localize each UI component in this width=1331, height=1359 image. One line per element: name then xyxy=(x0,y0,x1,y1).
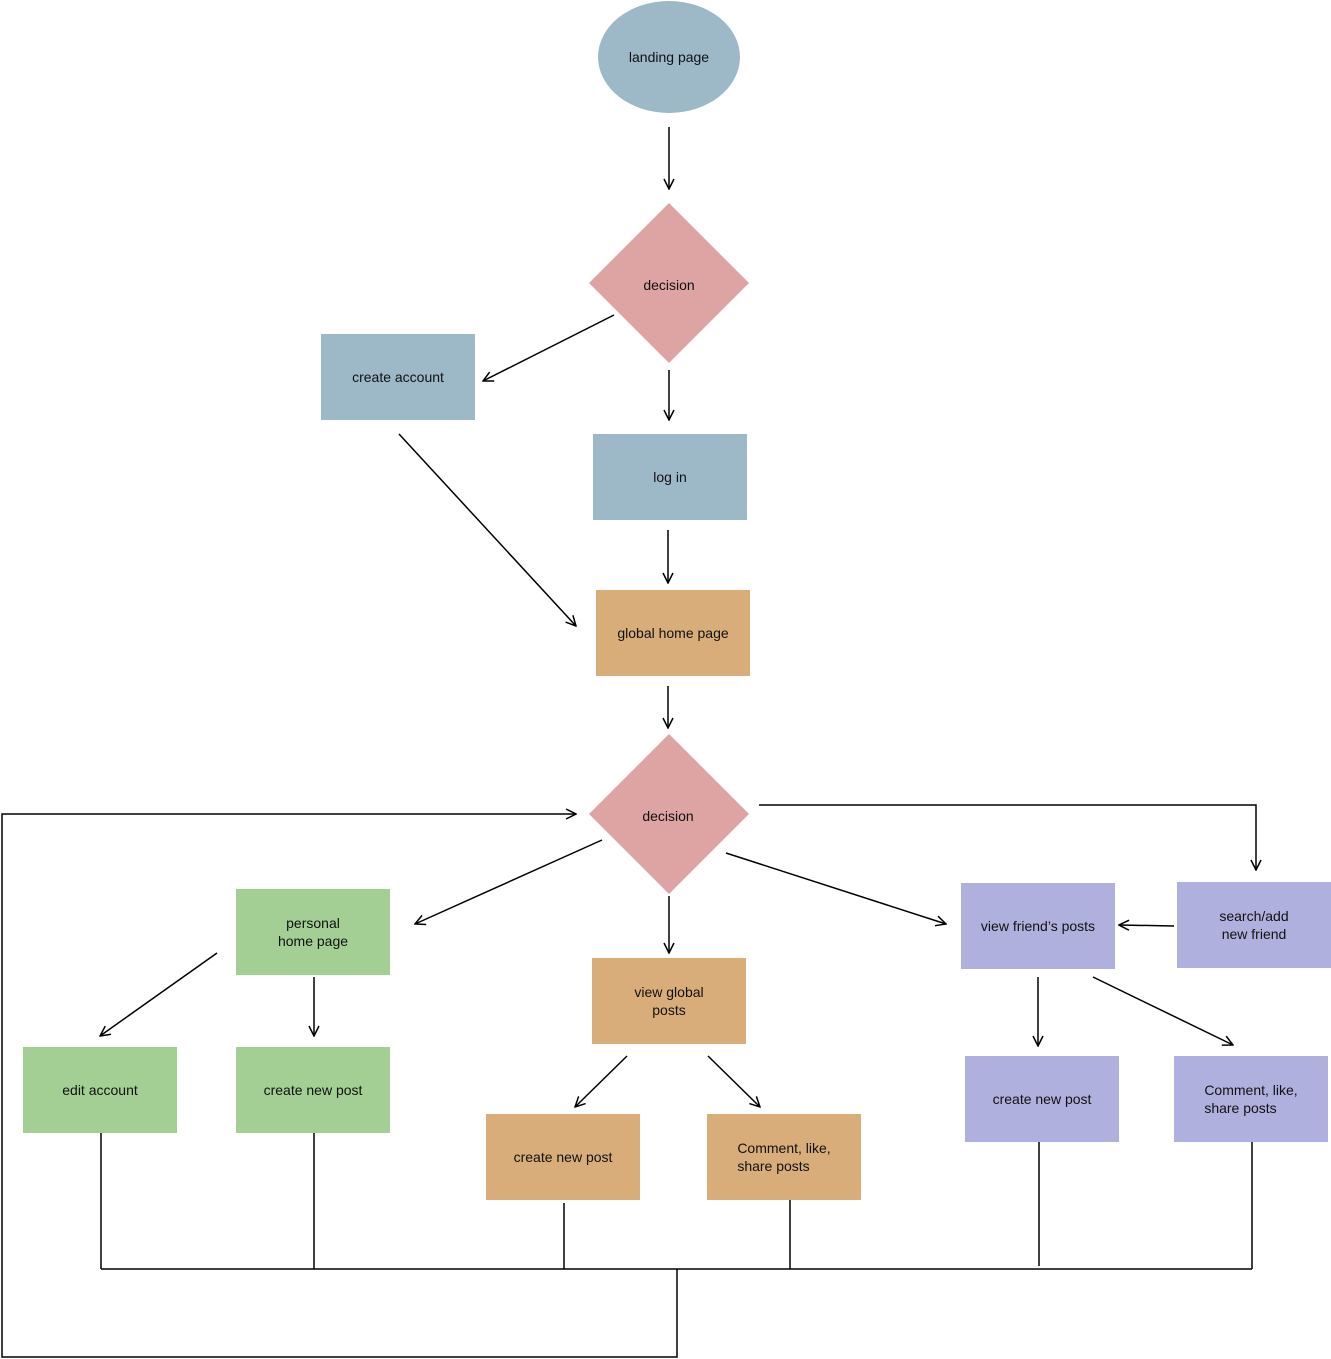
comment-like-share-friends-node[interactable]: Comment, like, share posts xyxy=(1174,1056,1328,1142)
arrow-create-account-to-global-home xyxy=(398,433,576,626)
global-home-page-node[interactable]: global home page xyxy=(596,590,750,676)
view-global-posts-label: view global posts xyxy=(634,984,704,1018)
arrow-decision-to-view-friends xyxy=(725,852,946,924)
comment-like-share-global-node[interactable]: Comment, like, share posts xyxy=(707,1114,861,1200)
global-home-page-label: global home page xyxy=(617,625,729,641)
create-new-post-friends-label: create new post xyxy=(992,1091,1092,1107)
create-new-post-personal-node[interactable]: create new post xyxy=(236,1047,390,1133)
decision-1-label[interactable]: decision xyxy=(643,277,695,293)
log-in-node[interactable]: log in xyxy=(593,434,747,520)
view-friends-posts-node[interactable]: view friend’s posts xyxy=(961,883,1115,969)
create-account-label: create account xyxy=(352,369,444,385)
search-add-friend-label: search/add new friend xyxy=(1219,908,1289,942)
arrow-decision-to-create-account xyxy=(483,314,615,381)
arrow-search-friend-to-view-friends xyxy=(1119,925,1175,926)
decision-2-shape xyxy=(589,734,749,894)
personal-home-page-label: personal home page xyxy=(277,915,349,949)
create-new-post-global-node[interactable]: create new post xyxy=(486,1114,640,1200)
view-global-posts-node[interactable]: view global posts xyxy=(592,958,746,1044)
personal-home-page-node[interactable]: personal home page xyxy=(236,889,390,975)
landing-page-node[interactable]: landing page xyxy=(598,1,740,113)
return-loop-to-decision xyxy=(1,814,678,1358)
arrow-decision-to-personal-home xyxy=(415,839,603,924)
comment-like-share-global-label: Comment, like, share posts xyxy=(737,1140,831,1174)
comment-like-share-friends-label: Comment, like, share posts xyxy=(1204,1082,1298,1116)
arrow-view-global-to-comment xyxy=(707,1055,760,1107)
edit-account-node[interactable]: edit account xyxy=(23,1047,177,1133)
decision-1-shape xyxy=(589,203,749,363)
arrow-decision-to-search-friend xyxy=(759,804,1256,870)
decision-2-label[interactable]: decision xyxy=(642,808,694,824)
landing-page-shape xyxy=(598,1,740,113)
create-account-node[interactable]: create account xyxy=(321,334,475,420)
landing-page-label: landing page xyxy=(628,49,710,65)
search-add-friend-node[interactable]: search/add new friend xyxy=(1177,882,1331,968)
create-new-post-friends-node[interactable]: create new post xyxy=(965,1056,1119,1142)
edit-account-label: edit account xyxy=(62,1082,138,1098)
create-new-post-global-label: create new post xyxy=(513,1149,613,1165)
arrow-personal-home-to-edit-account xyxy=(100,952,218,1036)
create-new-post-personal-label: create new post xyxy=(263,1082,363,1098)
log-in-label: log in xyxy=(653,469,687,485)
connectors xyxy=(1,127,1256,1358)
arrow-view-friends-to-comment xyxy=(1092,976,1233,1045)
view-friends-posts-label: view friend’s posts xyxy=(980,918,1096,934)
arrow-view-global-to-create-post xyxy=(575,1055,628,1107)
